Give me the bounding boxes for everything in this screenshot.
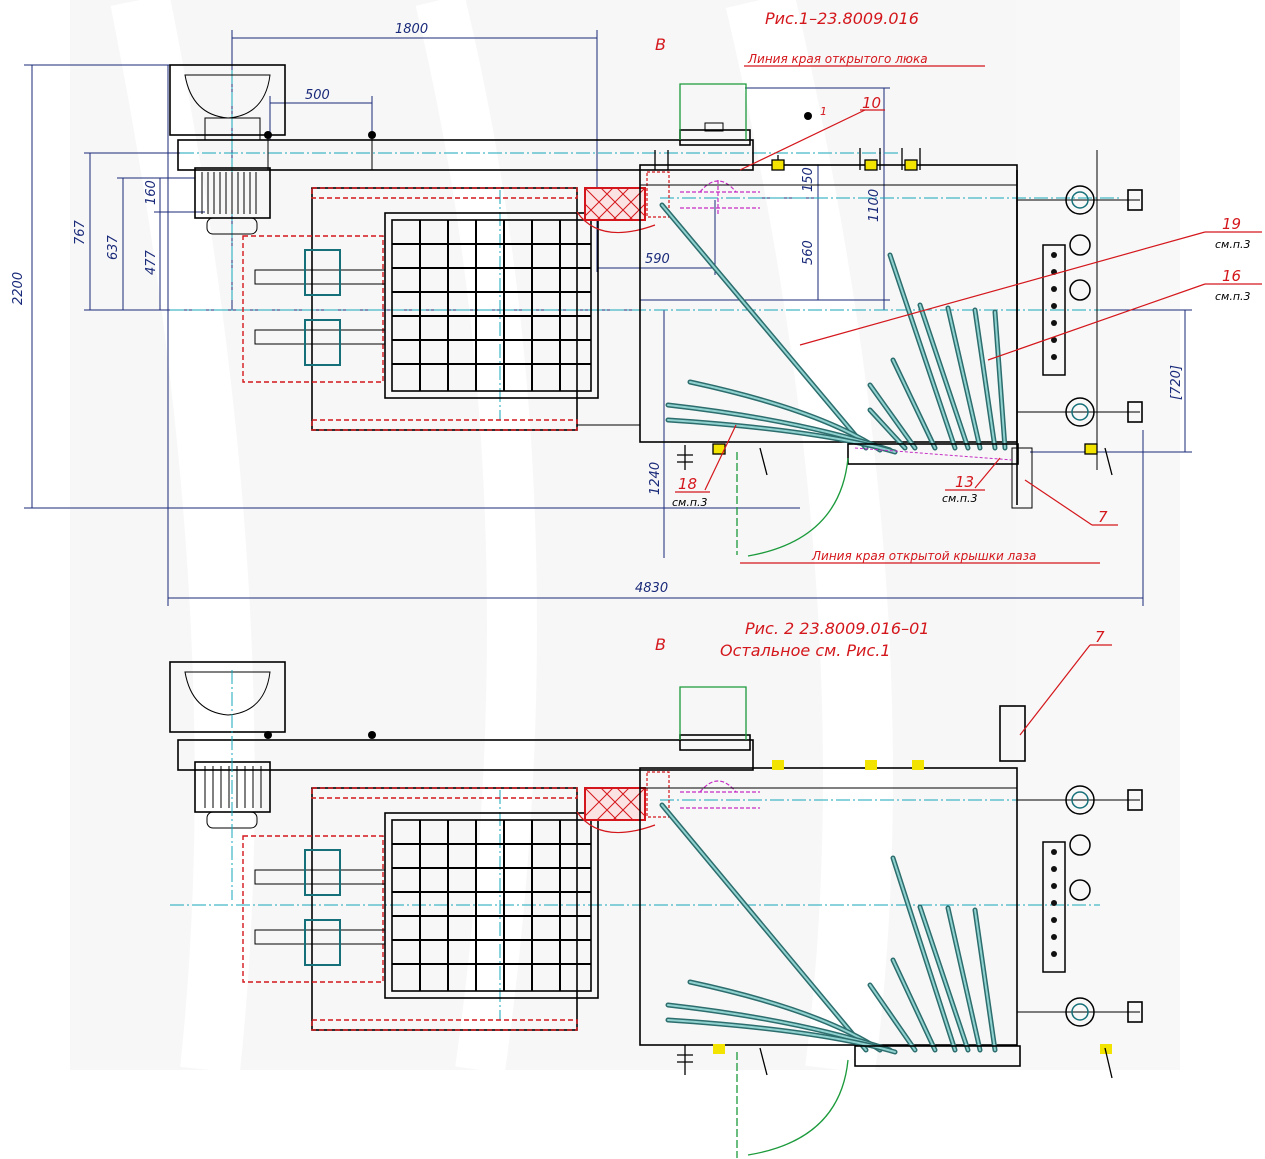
dim-1100-label: 1100 bbox=[867, 189, 882, 222]
right-valves bbox=[1017, 150, 1143, 470]
svg-text:10: 10 bbox=[862, 94, 881, 112]
heat-exchanger-block bbox=[576, 171, 670, 234]
figure-2-subtitle: Остальное см. Рис.1 bbox=[720, 641, 891, 660]
figure-2-callout-7: 7 bbox=[1019, 628, 1112, 736]
dimension-637: 637 bbox=[106, 177, 195, 310]
dim-160-label: 160 bbox=[144, 180, 159, 205]
dimension-160: 160 bbox=[144, 178, 161, 212]
callout-16: 16 см.п.3 bbox=[987, 267, 1262, 361]
main-body bbox=[639, 164, 1033, 509]
svg-text:18: 18 bbox=[678, 475, 697, 493]
figure-1-view-label: В bbox=[655, 35, 666, 54]
dim-500-label: 500 bbox=[305, 88, 330, 103]
grate-frame bbox=[242, 187, 640, 431]
manhole-edge-note: Линия края открытой крышки лаза bbox=[811, 549, 1036, 563]
dim-477-label: 477 bbox=[144, 249, 159, 275]
callout-19: 19 см.п.3 bbox=[799, 215, 1262, 346]
valve-assembly bbox=[680, 180, 760, 215]
dim-4830-label: 4830 bbox=[635, 581, 668, 596]
dim-590-label: 590 bbox=[645, 252, 670, 267]
dim-767-label: 767 bbox=[73, 219, 88, 245]
figure-2: Рис. 2 23.8009.016–01 Остальное см. Рис.… bbox=[169, 619, 1143, 1158]
figure-1-title: Рис.1–23.8009.016 bbox=[765, 9, 919, 28]
figure-2-title: Рис. 2 23.8009.016–01 bbox=[745, 619, 929, 638]
dim-1240-label: 1240 bbox=[648, 462, 663, 495]
callout-7: 7 bbox=[1024, 479, 1118, 526]
manhole-door-arc bbox=[736, 452, 849, 557]
callout-10: 10 1 bbox=[739, 94, 885, 171]
dimension-500: 500 bbox=[269, 88, 373, 140]
dim-2200-label: 2200 bbox=[11, 272, 26, 305]
svg-text:16: 16 bbox=[1222, 267, 1241, 285]
svg-text:см.п.3: см.п.3 bbox=[672, 496, 708, 509]
svg-text:см.п.3: см.п.3 bbox=[942, 492, 978, 505]
dim-1800-label: 1800 bbox=[395, 22, 428, 37]
dimension-1240: 1240 bbox=[648, 310, 665, 558]
callout-18: 18 см.п.3 bbox=[672, 424, 737, 509]
callout-13: 13 см.п.3 bbox=[942, 457, 1001, 505]
svg-text:13: 13 bbox=[955, 473, 974, 491]
dimension-590: 590 bbox=[597, 200, 716, 275]
background-watermark bbox=[70, 0, 1180, 1075]
dim-560-label: 560 bbox=[801, 240, 816, 265]
dim-150-label: 150 bbox=[801, 167, 816, 192]
hatch-edge-note: Линия края открытого люка bbox=[747, 52, 928, 66]
svg-text:7: 7 bbox=[1098, 508, 1108, 526]
svg-text:см.п.3: см.п.3 bbox=[1215, 290, 1251, 303]
dim-720-label: [720] bbox=[1169, 365, 1184, 400]
dim-637-label: 637 bbox=[106, 234, 121, 260]
figure-2-view-label: В bbox=[655, 635, 666, 654]
svg-text:см.п.3: см.п.3 bbox=[1215, 238, 1251, 251]
svg-text:19: 19 bbox=[1222, 215, 1241, 233]
svg-text:1: 1 bbox=[820, 105, 827, 118]
svg-text:7: 7 bbox=[1095, 628, 1105, 646]
dimension-4830: 4830 bbox=[167, 65, 1144, 606]
dimension-477: 477 bbox=[144, 211, 205, 310]
dimension-1100: 1100 bbox=[745, 87, 890, 310]
pipe-bundle bbox=[659, 202, 1019, 465]
open-hatch-outline bbox=[679, 83, 747, 140]
figure-1: Рис.1–23.8009.016 В Линия края открытого… bbox=[11, 9, 1262, 606]
dimension-720: [720] bbox=[1030, 309, 1192, 453]
dimension-2200: 2200 bbox=[11, 64, 800, 509]
